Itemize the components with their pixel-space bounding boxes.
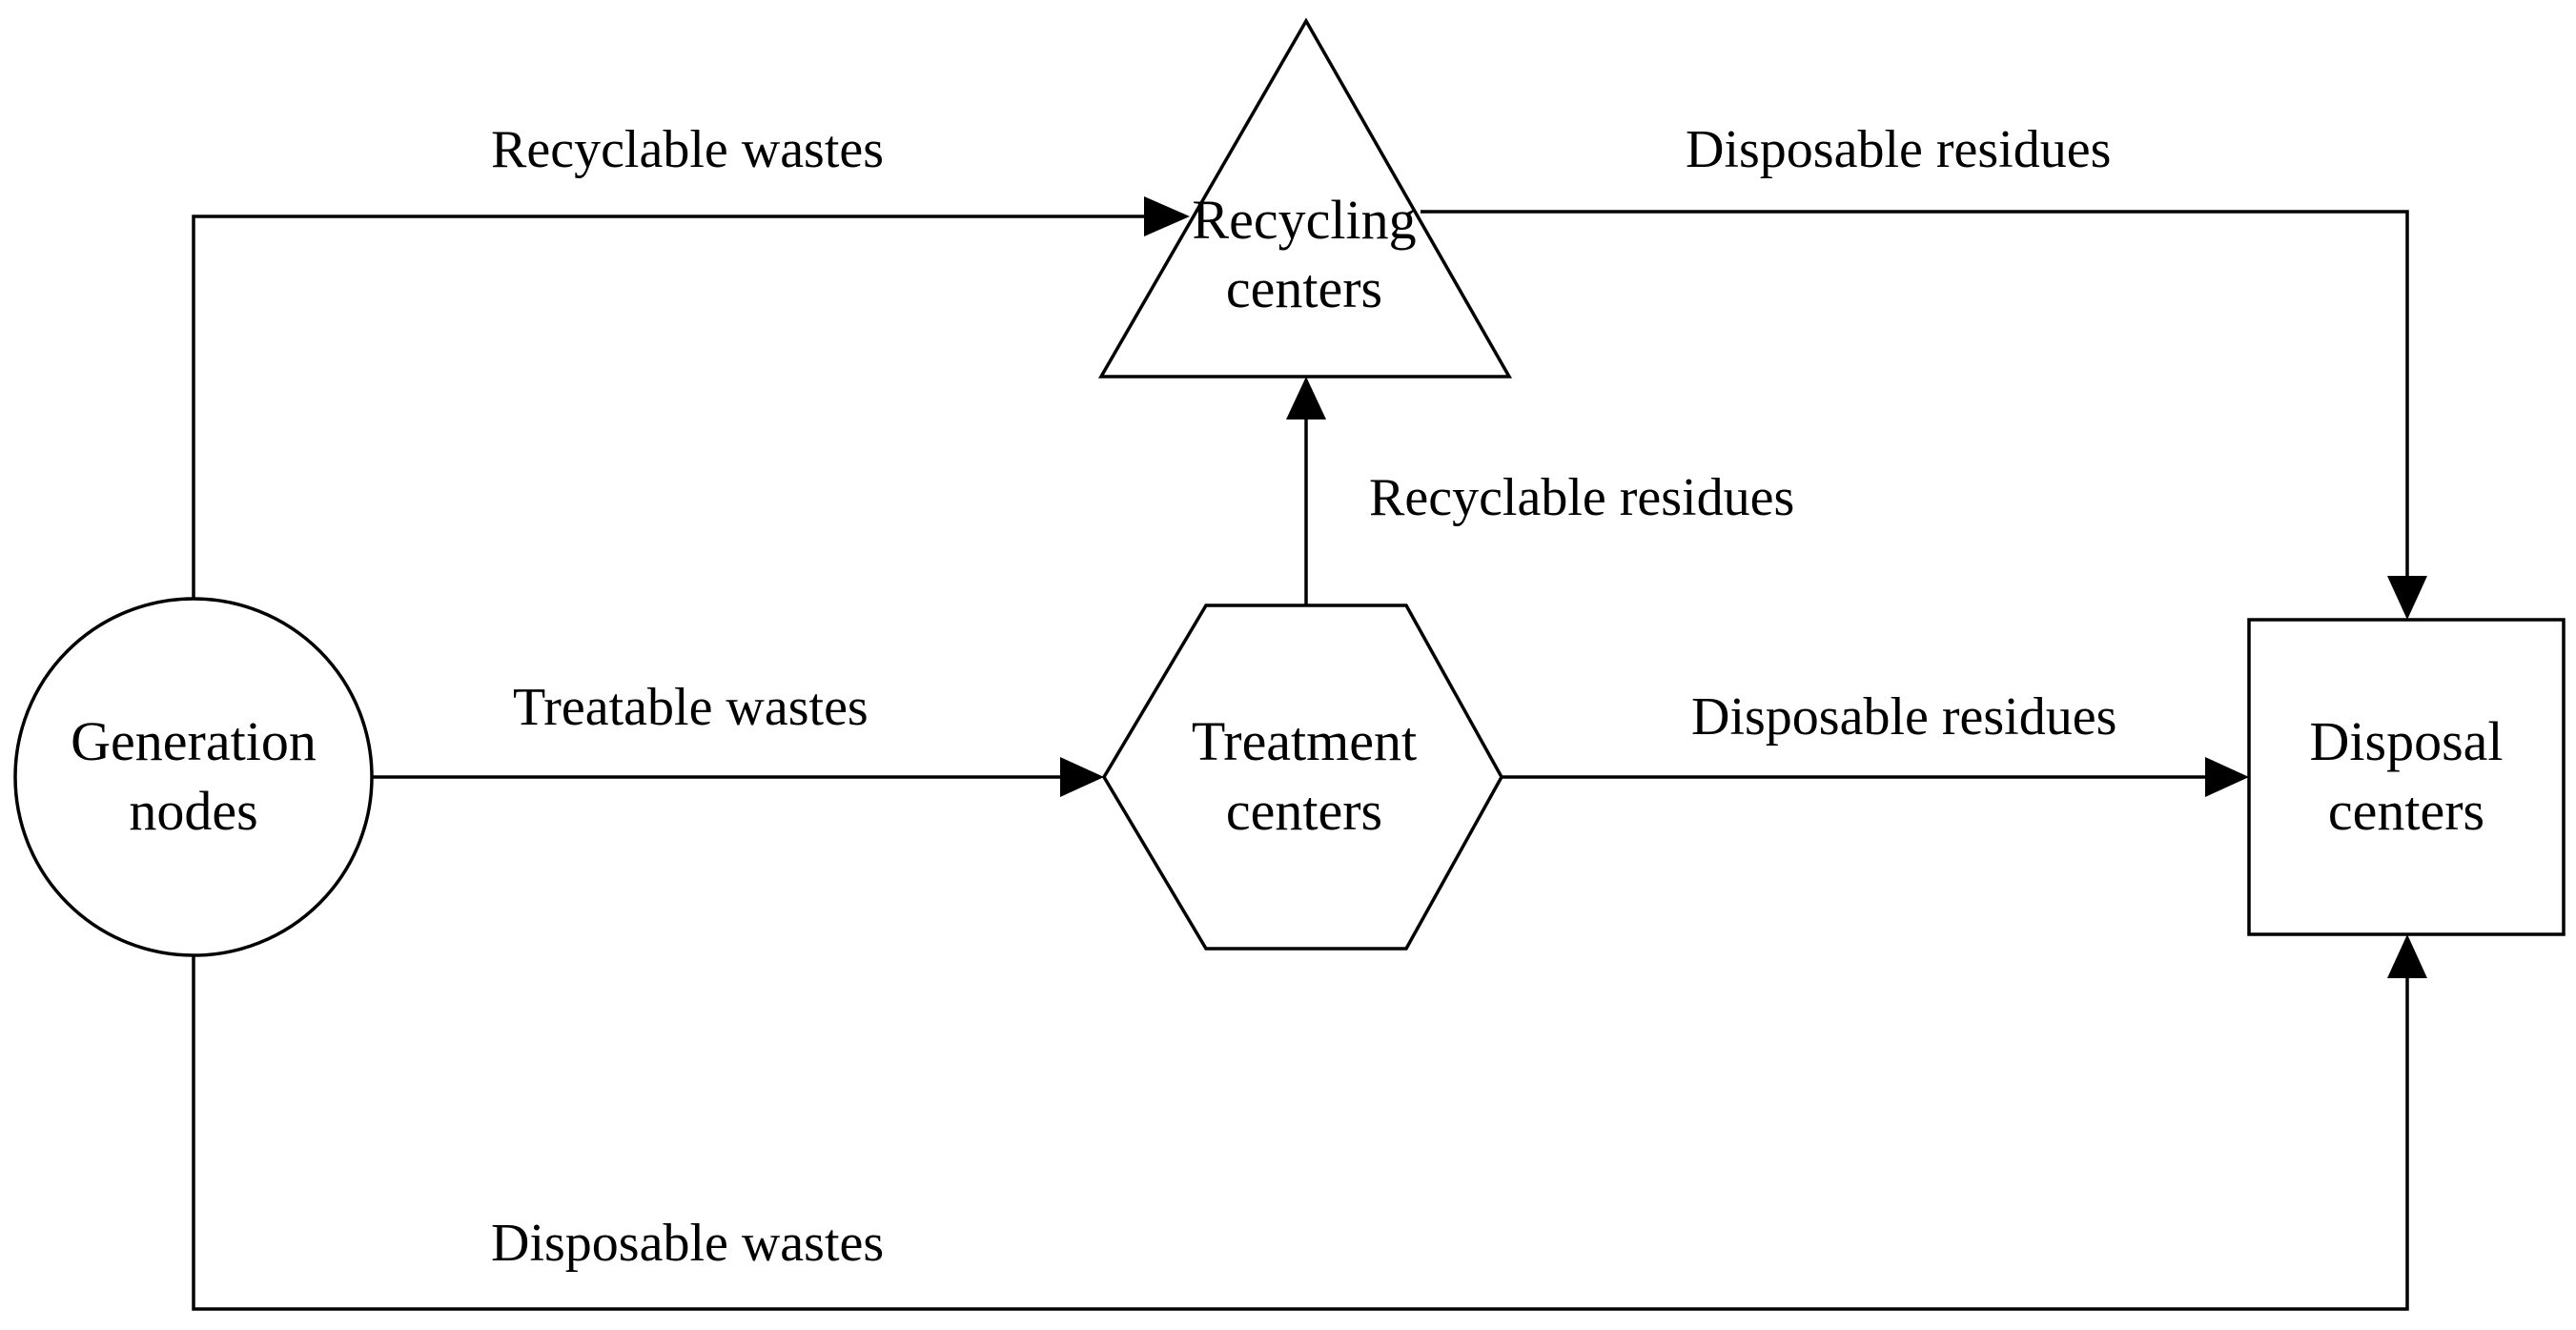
label-recyclable-residues: Recyclable residues [1369,468,1794,527]
recycling-triangle [1097,17,1513,379]
treatment-label-line2: centers [1226,780,1382,842]
disposal-label-line2: centers [2328,780,2484,842]
label-disposable-residues-middle: Disposable residues [1691,687,2116,747]
treatment-hexagon [1101,604,1504,951]
node-generation: Generation nodes [13,597,374,957]
disposal-square [2247,618,2566,936]
arrowhead-disposal-left [2205,757,2249,797]
generation-label-line1: Generation [71,710,317,772]
node-recycling: Recycling centers [1097,17,1513,379]
treatment-label-line1: Treatment [1192,710,1417,772]
label-treatable-wastes: Treatable wastes [513,678,869,737]
edge-treatment-to-recycling [1286,377,1326,605]
arrowhead-recycling-left [1144,196,1190,236]
node-disposal: Disposal centers [2247,618,2566,936]
edge-generation-to-recycling [192,196,1190,599]
arrowhead-treatment-left [1060,757,1104,797]
edge-generation-to-disposal [192,934,2427,1311]
label-recyclable-wastes: Recyclable wastes [491,120,884,179]
edge-generation-to-treatment [372,757,1104,797]
disposal-label-line1: Disposal [2310,710,2504,772]
recycling-label-line1: Recycling [1192,189,1416,251]
label-disposable-residues-top: Disposable residues [1686,120,2111,179]
edge-recycling-to-disposal [1421,210,2427,620]
generation-label-line2: nodes [129,780,257,842]
edge-treatment-to-disposal [1502,757,2249,797]
arrowhead-recycling-bottom [1286,377,1326,419]
arrowhead-disposal-top [2387,576,2427,620]
label-disposable-wastes: Disposable wastes [491,1214,884,1273]
generation-circle [13,597,374,957]
recycling-label-line2: centers [1226,257,1382,319]
arrowhead-disposal-bottom [2387,934,2427,978]
node-treatment: Treatment centers [1101,604,1504,951]
